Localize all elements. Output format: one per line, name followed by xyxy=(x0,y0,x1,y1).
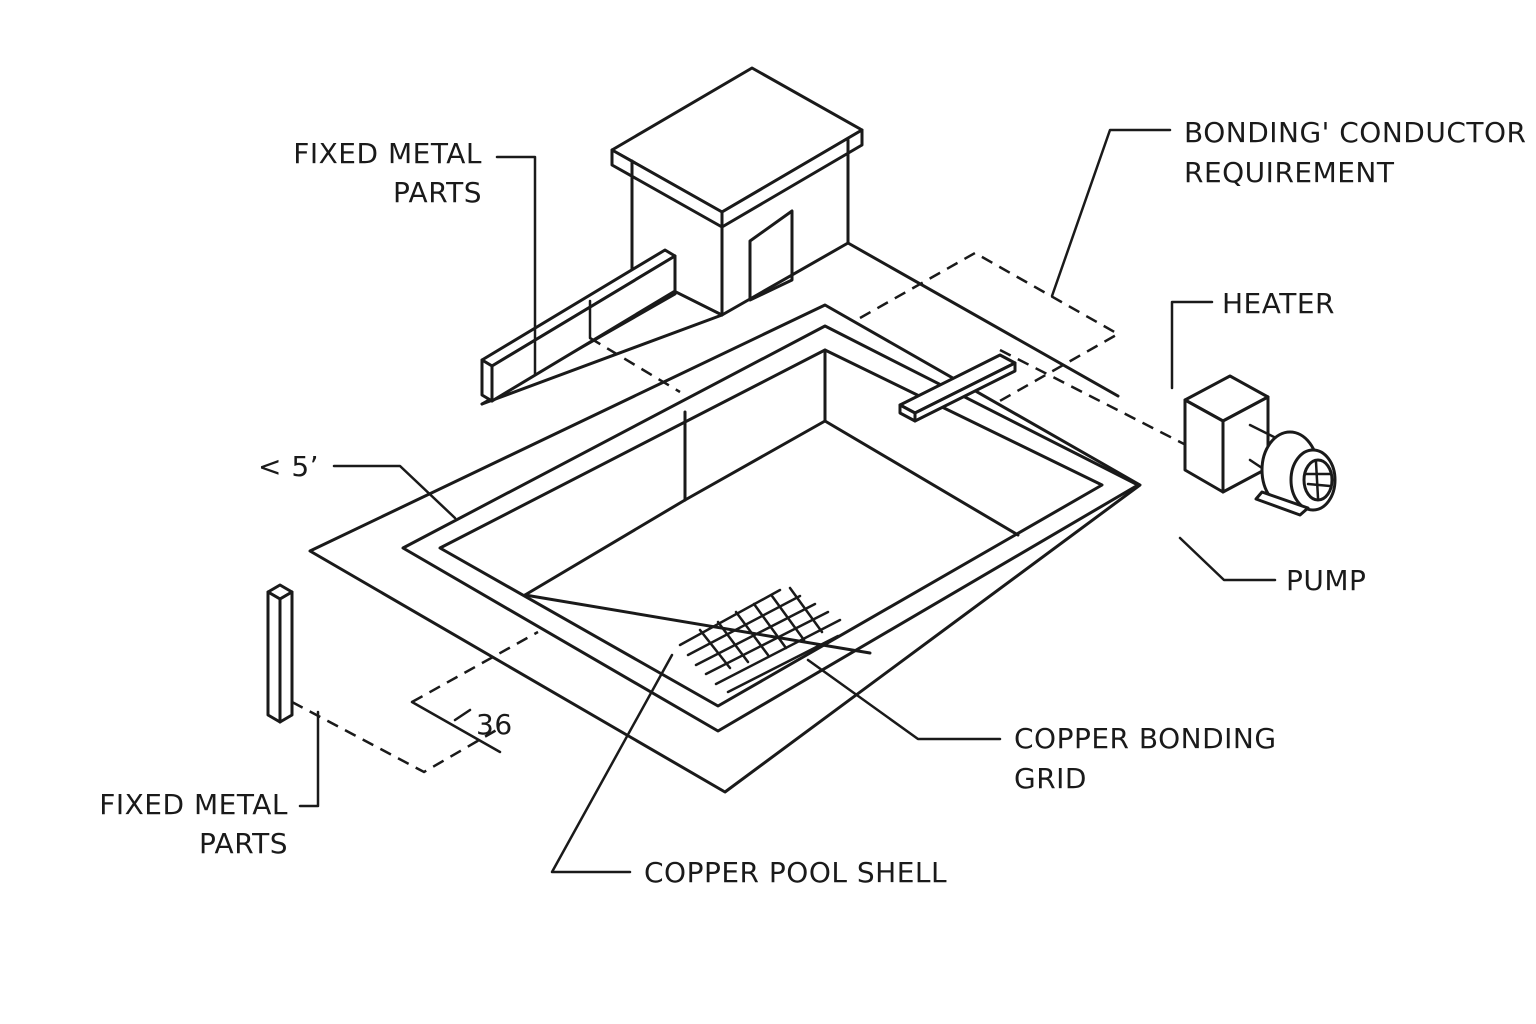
distance-label: < 5’ xyxy=(258,450,319,483)
fixed-metal-parts-bottom-line1: FIXED METAL xyxy=(99,788,288,821)
pump-motor xyxy=(1248,423,1337,517)
bonding-conductor-line1: BONDING' CONDUCTOR xyxy=(1184,116,1527,149)
leader-distance xyxy=(332,464,457,520)
pool-coping-inner xyxy=(438,348,1104,708)
pump-label: PUMP xyxy=(1286,564,1366,597)
dimension-36-lines xyxy=(291,630,539,774)
leader-heater xyxy=(1170,300,1214,390)
copper-bonding-grid-line2: GRID xyxy=(1014,762,1087,795)
leader-fixed-metal-top xyxy=(495,155,537,377)
bonding-conductor-zone xyxy=(589,251,1189,448)
pool-deck-outline xyxy=(308,303,1142,794)
leader-fixed-metal-bottom xyxy=(298,710,320,808)
dimension-36-label: 36 xyxy=(476,708,513,741)
bonding-conductor-line2: REQUIREMENT xyxy=(1184,156,1395,189)
leader-copper-grid xyxy=(806,658,1002,741)
heater-label: HEATER xyxy=(1222,287,1335,320)
copper-pool-shell-label: COPPER POOL SHELL xyxy=(644,856,947,889)
pool-interior xyxy=(523,348,1020,655)
deck-edge-back xyxy=(846,241,1120,398)
fixed-metal-parts-top-line1: FIXED METAL xyxy=(293,137,482,170)
leader-pump xyxy=(1178,536,1277,582)
fixed-metal-post xyxy=(266,583,294,724)
pool-coping-outer xyxy=(401,324,1140,733)
diving-board xyxy=(898,353,1017,423)
deck-edge-left-2 xyxy=(480,313,724,406)
leader-bonding-conductor xyxy=(1050,128,1172,298)
fixed-metal-parts-top-line2: PARTS xyxy=(393,176,482,209)
copper-bonding-grid xyxy=(678,586,842,694)
fixed-metal-panel-top xyxy=(480,248,677,403)
copper-bonding-grid-line1: COPPER BONDING xyxy=(1014,722,1277,755)
fixed-metal-parts-bottom-line2: PARTS xyxy=(199,827,288,860)
heater-unit xyxy=(1183,374,1270,494)
leader-copper-shell xyxy=(550,653,674,874)
equipment-house xyxy=(610,66,864,317)
